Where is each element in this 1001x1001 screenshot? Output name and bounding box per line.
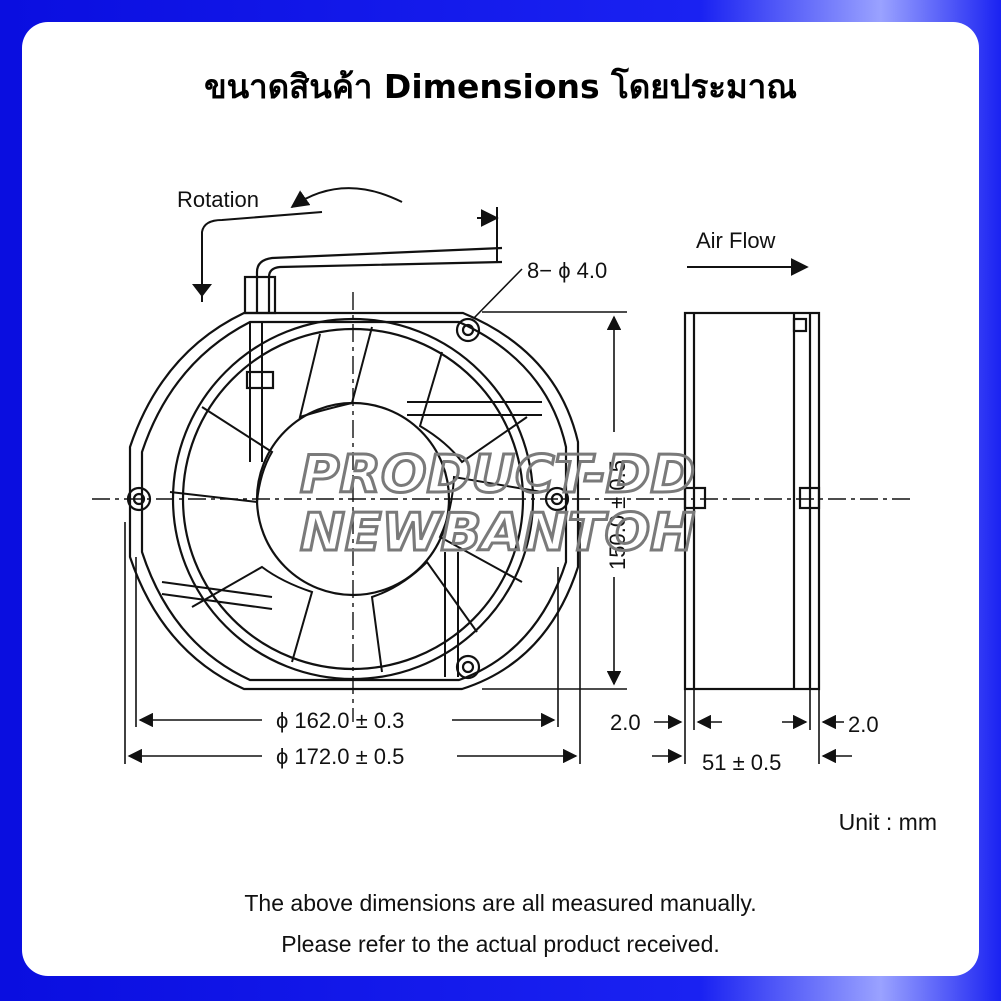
rotation-label: Rotation (177, 187, 259, 212)
watermark-line2: NEWBANTOH (300, 503, 695, 563)
fan-blades (169, 326, 543, 673)
watermark: PRODUCT-DD NEWBANTOH (299, 444, 697, 565)
fan-housing-outline (128, 311, 580, 691)
left-margin-label: 2.0 (610, 710, 641, 735)
unit-label: Unit : mm (838, 809, 937, 835)
height-label: 150.0 ± 0.5 (605, 460, 630, 570)
fan-wire-harness (255, 246, 503, 312)
dimension-card: ขนาดสินค้า Dimensions โดยประมาณ (22, 22, 979, 976)
outer-diameter-dimension (124, 522, 581, 764)
wire-clip (243, 275, 277, 315)
inner-diameter-dimension (135, 557, 559, 728)
outer-diameter-label: ϕ 172.0 ± 0.5 (276, 744, 404, 769)
fan-housing-inner-outline (140, 320, 568, 682)
airflow-label: Air Flow (696, 228, 776, 253)
watermark-line1: PRODUCT-DD (300, 445, 695, 505)
depth-label: 51 ± 0.5 (702, 750, 781, 775)
wire-clip-lower (245, 370, 275, 390)
inner-diameter-label: ϕ 162.0 ± 0.3 (276, 708, 404, 733)
fan-dimension-drawing: Rotation 8− ϕ 4.0 150.0 ± 0.5 ϕ 162.0 ± … (92, 187, 912, 775)
rotation-indicator (192, 187, 499, 302)
holes-leader-line (473, 268, 523, 319)
right-margin-label: 2.0 (848, 712, 879, 737)
center-lines (92, 292, 912, 722)
page-title: ขนาดสินค้า Dimensions โดยประมาณ (204, 67, 797, 106)
side-dimensions (652, 689, 852, 764)
height-dimension (482, 311, 627, 690)
fan-side-view (683, 311, 821, 691)
holes-label: 8− ϕ 4.0 (527, 258, 607, 283)
product-note: Please refer to the actual product recei… (281, 931, 720, 957)
fan-struts (161, 322, 542, 677)
measurement-note: The above dimensions are all measured ma… (244, 890, 757, 916)
